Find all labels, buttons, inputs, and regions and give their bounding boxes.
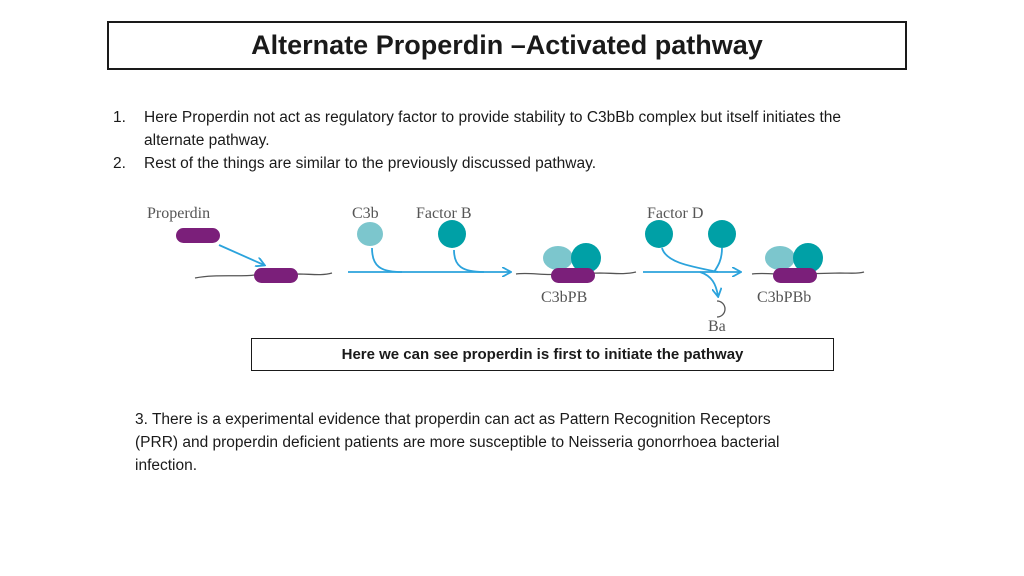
c3b-molecule — [357, 222, 383, 246]
complex-properdin — [551, 268, 595, 283]
complex-c3b — [765, 246, 795, 270]
numbered-points: 1. Here Properdin not act as regulatory … — [113, 106, 893, 175]
factor-b-molecule — [438, 220, 466, 248]
point-item: 1. Here Properdin not act as regulatory … — [113, 106, 893, 152]
caption-text: Here we can see properdin is first to in… — [341, 346, 744, 363]
bound-properdin — [254, 268, 298, 283]
ba-release-arrow — [699, 271, 718, 296]
evidence-paragraph: 3. There is a experimental evidence that… — [135, 411, 780, 474]
binding-arrow — [218, 244, 264, 265]
factor-d-arrow — [661, 247, 719, 273]
label-c3bpb: C3bPB — [541, 289, 587, 306]
label-c3b: C3b — [352, 205, 379, 222]
point-text: Rest of the things are similar to the pr… — [144, 155, 597, 172]
c3b-join-arrow — [371, 247, 403, 273]
factor-bb-molecule — [708, 220, 736, 248]
ba-fragment — [716, 300, 726, 318]
factor-b-join-arrow — [453, 249, 485, 273]
properdin-molecule — [176, 228, 220, 243]
complex-factor-b — [571, 243, 601, 273]
label-factor-d: Factor D — [647, 205, 703, 222]
complex-c3b — [543, 246, 573, 270]
membrane-line — [751, 271, 865, 276]
label-properdin: Properdin — [147, 205, 210, 222]
label-factor-b: Factor B — [416, 205, 472, 222]
point-text: Here Properdin not act as regulatory fac… — [144, 109, 841, 149]
label-ba: Ba — [708, 318, 726, 335]
complex-factor-bb — [793, 243, 823, 273]
page-title: Alternate Properdin –Activated pathway — [251, 30, 763, 60]
complex-properdin — [773, 268, 817, 283]
point-number: 2. — [113, 155, 126, 172]
caption-box: Here we can see properdin is first to in… — [251, 338, 834, 371]
title-box: Alternate Properdin –Activated pathway — [107, 21, 907, 70]
pathway-diagram: Properdin C3b Factor B Factor D C3bPB Ba… — [147, 205, 865, 335]
bb-join-arrow — [713, 247, 723, 273]
label-c3bpbb: C3bPBb — [757, 289, 811, 306]
point-item: 2. Rest of the things are similar to the… — [113, 152, 893, 175]
factor-d-molecule — [645, 220, 673, 248]
point-number: 1. — [113, 109, 126, 126]
